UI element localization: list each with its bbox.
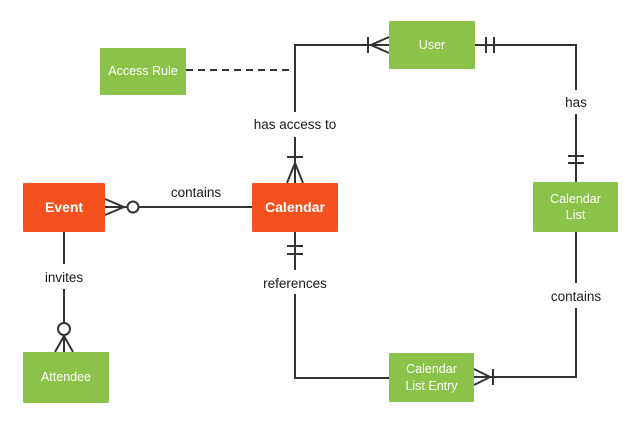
edge-contains-event-calendar xyxy=(104,198,252,216)
entity-attendee[interactable]: Attendee xyxy=(23,352,109,403)
entity-user-label: User xyxy=(418,37,446,52)
edge-references xyxy=(287,232,389,379)
entity-calendar-list-entry[interactable]: Calendar List Entry xyxy=(389,353,474,402)
entity-calendar[interactable]: Calendar xyxy=(252,183,338,232)
entity-access-rule[interactable]: Access Rule xyxy=(100,48,186,95)
relationship-label-has: has xyxy=(563,95,589,110)
entity-user[interactable]: User xyxy=(389,21,475,69)
relationship-label-has-access-to: has access to xyxy=(251,117,339,132)
relationship-label-invites: invites xyxy=(42,270,86,285)
entity-access-rule-label: Access Rule xyxy=(108,64,178,79)
entity-event[interactable]: Event xyxy=(23,183,105,232)
entity-calendar-list[interactable]: Calendar List xyxy=(533,182,618,232)
entity-event-label: Event xyxy=(44,199,84,216)
entity-calendar-list-label: Calendar List xyxy=(550,191,601,222)
relationship-label-contains-list: contains xyxy=(548,289,604,304)
relationship-label-references: references xyxy=(261,276,329,291)
entity-calendar-label: Calendar xyxy=(265,199,325,216)
edge-has-access-to xyxy=(286,36,390,184)
entity-calendar-list-entry-label: Calendar List Entry xyxy=(405,362,458,393)
relationship-label-contains-event: contains xyxy=(168,185,224,200)
edge-has xyxy=(475,37,584,182)
edge-invites xyxy=(54,232,74,353)
edge-contains-list-entry xyxy=(473,232,577,386)
entity-attendee-label: Attendee xyxy=(40,370,92,385)
